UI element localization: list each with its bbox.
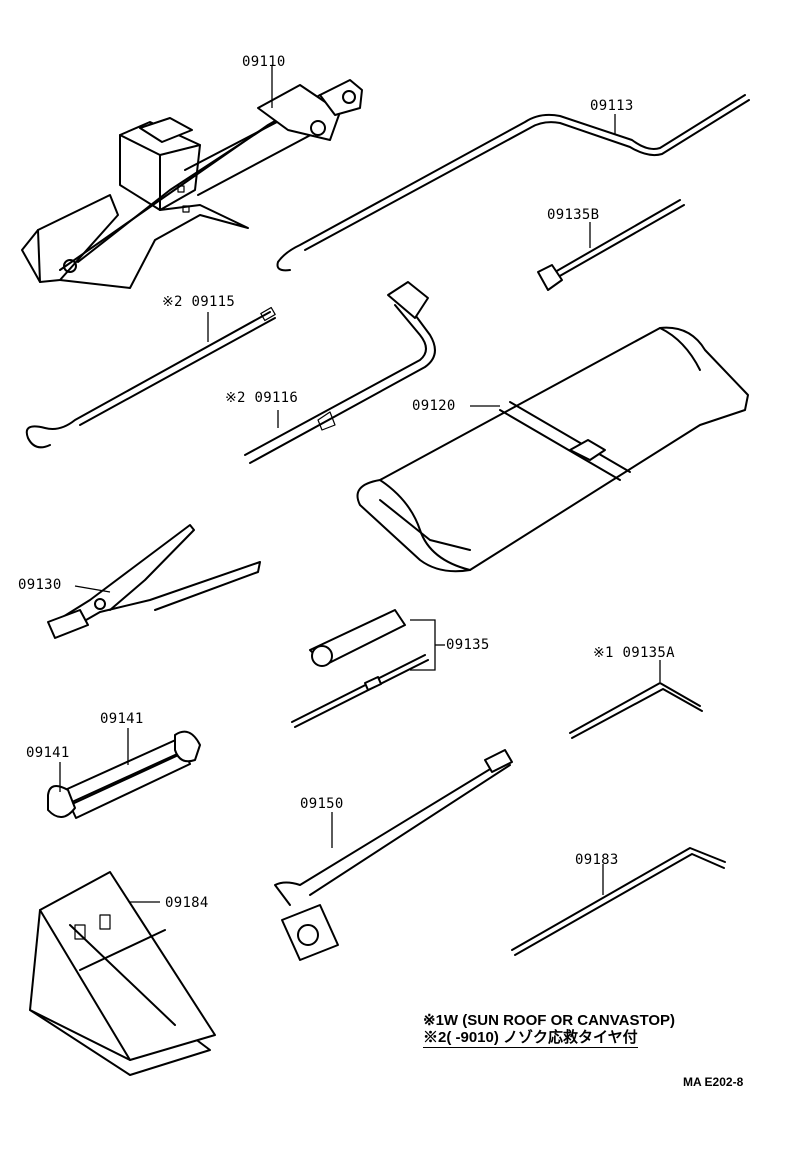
tool-bag-drawing	[356, 326, 749, 573]
label-handle-extension: ※2 09115	[162, 294, 236, 310]
tire-lever-drawing	[511, 847, 726, 956]
wheel-chock-drawing	[29, 871, 216, 1076]
label-wrench-upper: 09141	[100, 711, 144, 727]
label-wrench-lower: 09141	[26, 745, 70, 761]
label-lug-wrench: 09150	[300, 796, 344, 812]
lug-wrench-drawing	[274, 749, 513, 961]
note-2: ※2( -9010) ノゾク応救タイヤ付	[423, 1029, 638, 1048]
label-screwdriver-a: ※1 09135A	[593, 645, 675, 661]
label-handle-rod: ※2 09116	[225, 390, 299, 406]
label-screwdriver-set: 09135	[446, 637, 490, 653]
label-tire-lever: 09183	[575, 852, 619, 868]
pliers-drawing	[47, 524, 261, 639]
label-wheel-chock: 09184	[165, 895, 209, 911]
label-jack-handle: 09113	[590, 98, 634, 114]
handle-extension-drawing	[25, 306, 276, 449]
drawing-code: MA E202-8	[683, 1075, 744, 1089]
screwdriver-b-drawing	[537, 199, 685, 291]
handle-rod-drawing	[244, 281, 436, 464]
label-screwdriver-b: 09135B	[547, 207, 600, 223]
scissor-jack-drawing	[21, 66, 363, 289]
label-tool-bag: 09120	[412, 398, 456, 414]
note-1: ※1W (SUN ROOF OR CANVASTOP)	[423, 1012, 676, 1029]
label-jack: 09110	[242, 54, 286, 70]
screwdriver-set-drawing	[291, 609, 445, 728]
jack-handle-drawing	[276, 94, 750, 272]
screwdriver-a-drawing	[569, 660, 703, 739]
wrench-drawing	[47, 728, 201, 819]
label-pliers: 09130	[18, 577, 62, 593]
